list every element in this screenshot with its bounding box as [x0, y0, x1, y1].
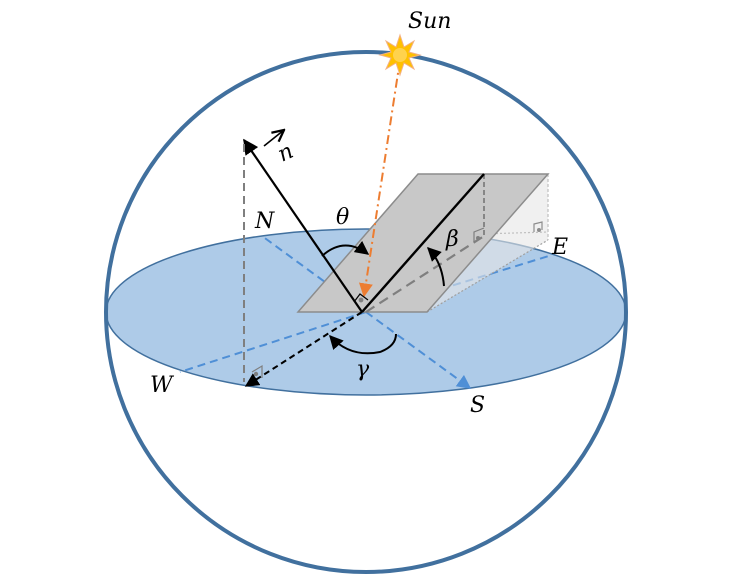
normal-vector: [243, 138, 363, 313]
gamma-arc: [329, 333, 397, 355]
right-angle-normal: [251, 364, 263, 378]
sun-icon: [378, 33, 422, 77]
north-line: [261, 235, 367, 313]
south-label: S: [470, 393, 485, 418]
sun-label: Sun: [408, 9, 451, 34]
celestial-sphere: [104, 50, 628, 574]
right-angle-base: [353, 293, 369, 303]
right-angle-panel-dot: [476, 236, 480, 240]
normal-direction-indicator: [263, 130, 284, 147]
panel-base-top: [479, 231, 549, 235]
beta-arc: [427, 247, 445, 287]
east-label: E: [551, 235, 568, 260]
sun-ray: [358, 59, 401, 298]
normal-label: n: [274, 139, 297, 168]
right-angle-east-dot: [537, 228, 541, 232]
beta-label: β: [445, 227, 459, 252]
panel-base-edge: [426, 239, 549, 313]
gamma-label: γ: [356, 357, 370, 382]
north-label: N: [254, 209, 275, 234]
south-line: [365, 311, 472, 389]
right-angle-base-dot: [358, 297, 364, 303]
west-line: [179, 311, 367, 373]
panel-tilt-line: [361, 173, 485, 313]
right-angle-normal-dot: [253, 371, 259, 377]
panel-horizontal-projection: [365, 235, 485, 313]
theta-label: θ: [336, 205, 349, 230]
right-angle-panel: [473, 227, 485, 242]
right-angle-east: [533, 221, 543, 232]
west-label: W: [150, 373, 175, 398]
theta-arc: [321, 240, 370, 257]
normal-horizontal-projection: [244, 311, 363, 387]
